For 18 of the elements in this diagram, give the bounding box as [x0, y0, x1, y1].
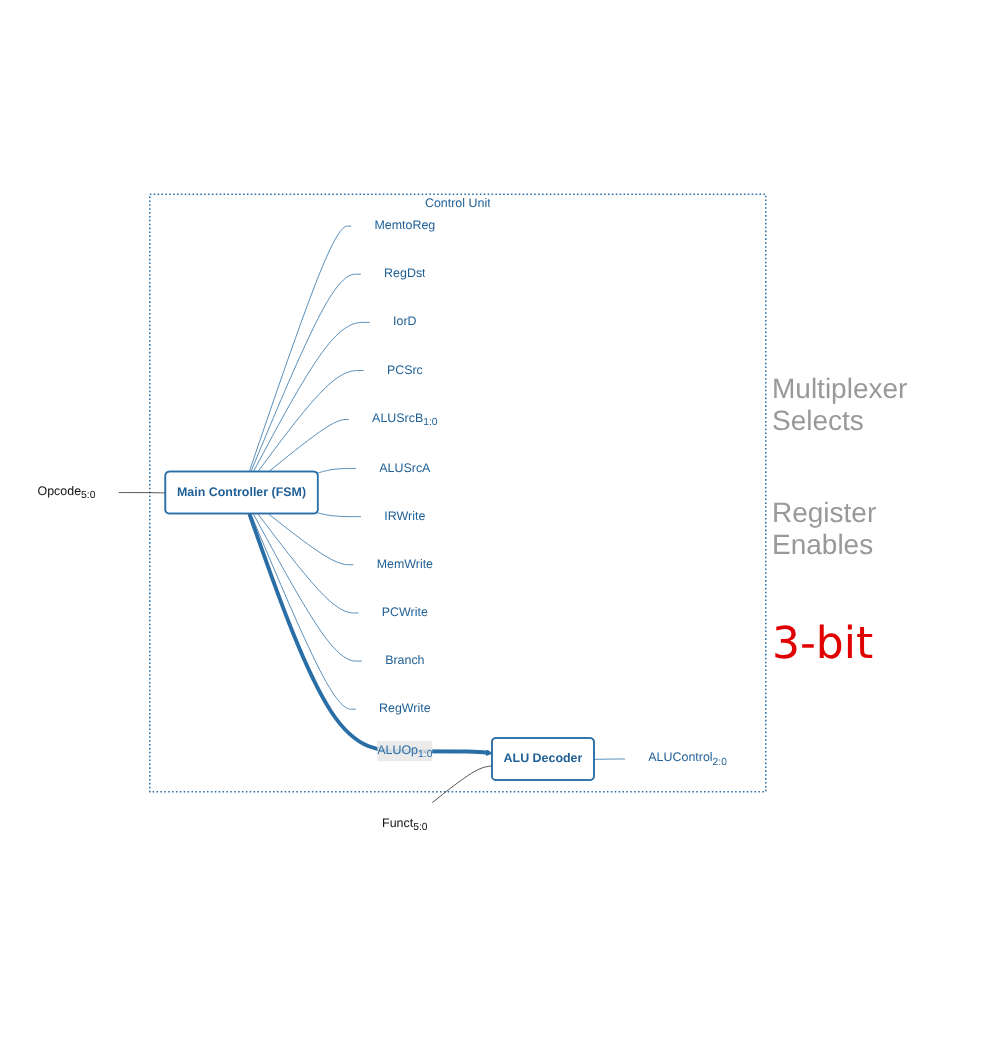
connector	[252, 322, 371, 474]
connector	[268, 514, 354, 566]
arrow	[247, 514, 493, 757]
connector	[316, 468, 357, 475]
handwritten-note: 3-bit	[772, 620, 876, 670]
bracket-label: Register Enables	[772, 496, 879, 560]
connector	[252, 514, 363, 663]
connector	[257, 514, 359, 615]
connector	[250, 514, 357, 711]
connector	[257, 370, 364, 474]
connector	[250, 274, 362, 474]
connector	[118, 492, 167, 495]
bracket-label: Multiplexer Selects	[772, 372, 910, 436]
connector	[248, 226, 352, 474]
connector	[593, 759, 626, 761]
connector	[431, 766, 493, 804]
connector	[316, 513, 362, 518]
connector	[267, 419, 350, 474]
